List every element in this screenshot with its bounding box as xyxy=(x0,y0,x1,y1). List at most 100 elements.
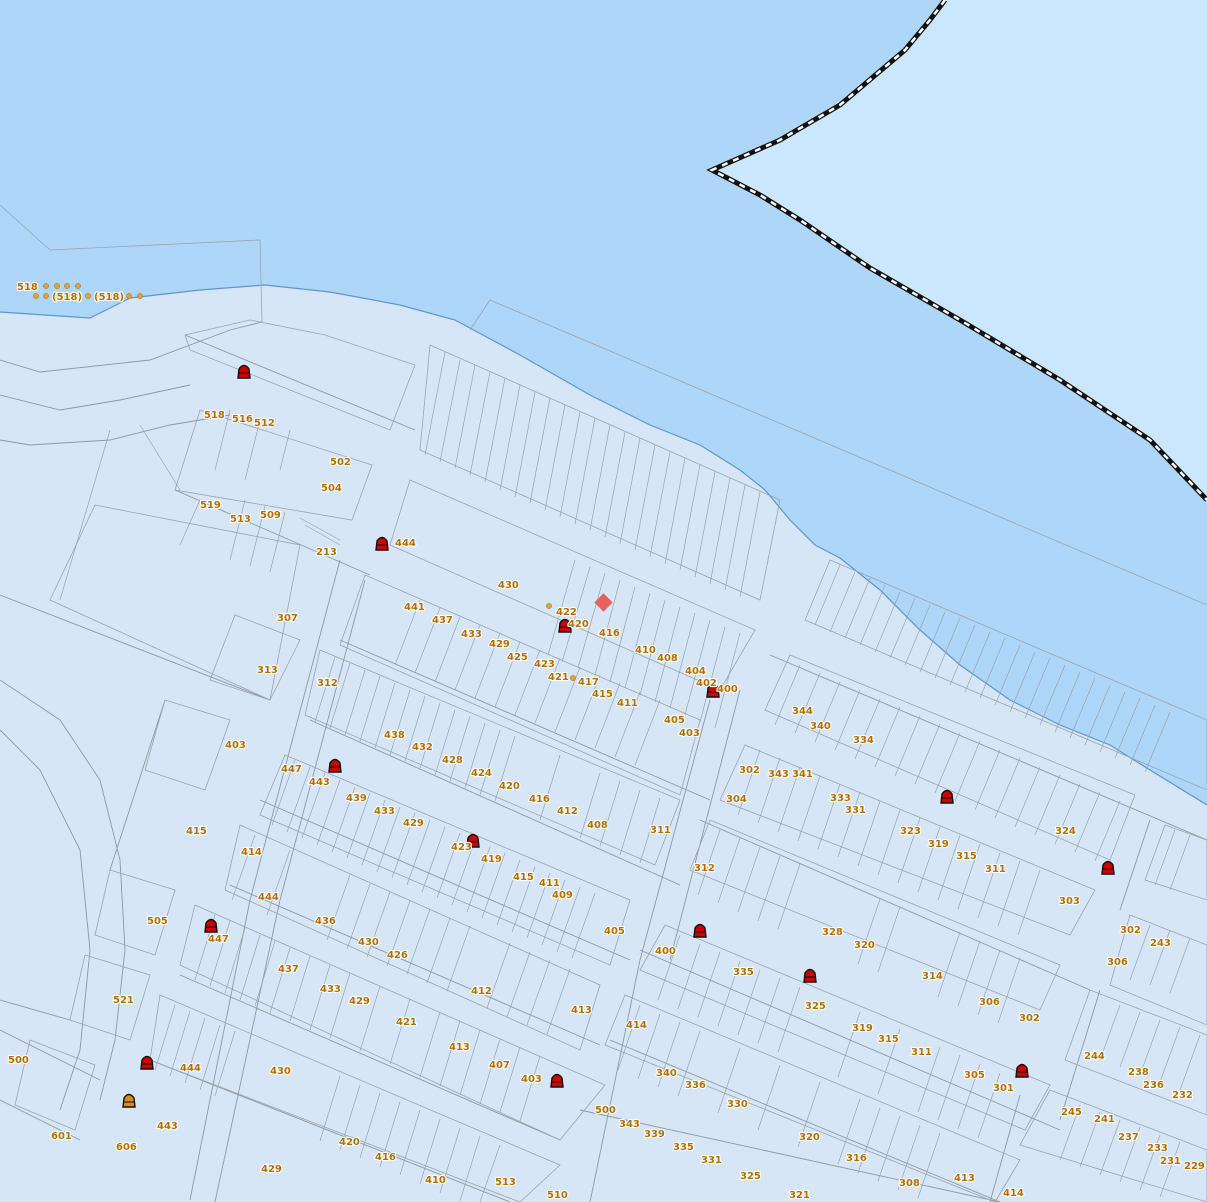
address-label: 237 xyxy=(1118,1132,1139,1143)
address-label: 509 xyxy=(260,510,281,521)
address-label: 411 xyxy=(617,698,638,709)
parcel-outline xyxy=(0,204,263,323)
address-label: 412 xyxy=(471,986,492,997)
address-label: 315 xyxy=(878,1034,899,1045)
address-label: 315 xyxy=(956,851,977,862)
hydrant-icon[interactable] xyxy=(122,1093,136,1108)
mooring-points xyxy=(33,283,576,681)
address-label: 339 xyxy=(644,1129,665,1140)
hydrant-icon[interactable] xyxy=(140,1055,154,1070)
address-label: 331 xyxy=(845,805,866,816)
address-label: 504 xyxy=(321,483,342,494)
address-label: 243 xyxy=(1150,938,1171,949)
address-label: 505 xyxy=(147,916,168,927)
address-label: 245 xyxy=(1061,1107,1082,1118)
address-label: 403 xyxy=(521,1074,542,1085)
address-label: 416 xyxy=(599,628,620,639)
address-label: 303 xyxy=(1059,896,1080,907)
address-label: 422 xyxy=(556,607,577,618)
address-label: 420 xyxy=(499,781,520,792)
address-label: 340 xyxy=(810,721,831,732)
address-label: 405 xyxy=(604,926,625,937)
address-label: 344 xyxy=(792,706,813,717)
hydrant-icon[interactable] xyxy=(375,536,389,551)
address-label: 321 xyxy=(789,1190,810,1201)
address-label: 425 xyxy=(507,652,528,663)
address-label: 413 xyxy=(449,1042,470,1053)
hydrant-icon[interactable] xyxy=(328,758,342,773)
hydrant-markers xyxy=(122,364,1115,1108)
address-label: 410 xyxy=(635,645,656,656)
address-label: 241 xyxy=(1094,1114,1115,1125)
parcel-blocks xyxy=(14,319,1207,1202)
address-label: 438 xyxy=(384,730,405,741)
address-label: 412 xyxy=(557,806,578,817)
address-label: 443 xyxy=(309,777,330,788)
address-label: 601 xyxy=(51,1131,72,1142)
lot-lines xyxy=(59,351,1201,1202)
hydrant-icon[interactable] xyxy=(558,618,572,633)
address-label: 500 xyxy=(8,1055,29,1066)
hydrant-icon[interactable] xyxy=(693,923,707,938)
address-label: 312 xyxy=(694,863,715,874)
address-label: 404 xyxy=(685,666,706,677)
address-label: 447 xyxy=(208,934,229,945)
address-label: 443 xyxy=(157,1121,178,1132)
address-label: 424 xyxy=(471,768,492,779)
address-label: 325 xyxy=(740,1171,761,1182)
hydrant-icon[interactable] xyxy=(237,364,251,379)
address-label: 518 xyxy=(17,282,38,293)
address-label: 414 xyxy=(626,1020,647,1031)
address-label: 302 xyxy=(739,765,760,776)
address-label: 415 xyxy=(186,826,207,837)
hydrant-icon[interactable] xyxy=(466,833,480,848)
address-label: 325 xyxy=(805,1001,826,1012)
boundary-line-dash xyxy=(709,0,1207,501)
address-label: 328 xyxy=(822,927,843,938)
hydrant-icon[interactable] xyxy=(803,968,817,983)
address-label: 439 xyxy=(346,793,367,804)
address-label: 324 xyxy=(1055,826,1076,837)
address-label: 420 xyxy=(339,1137,360,1148)
address-label: 413 xyxy=(954,1173,975,1184)
address-label: 333 xyxy=(830,793,851,804)
address-label: 444 xyxy=(395,538,416,549)
address-label: 415 xyxy=(513,872,534,883)
address-label: 513 xyxy=(230,514,251,525)
address-label: 308 xyxy=(899,1178,920,1189)
address-label: 304 xyxy=(726,794,747,805)
address-label: 502 xyxy=(330,457,351,468)
address-label: 403 xyxy=(679,728,700,739)
address-label: 433 xyxy=(320,984,341,995)
hydrant-icon[interactable] xyxy=(1015,1063,1029,1078)
hydrant-icon[interactable] xyxy=(550,1073,564,1088)
address-label: 512 xyxy=(254,418,275,429)
address-label: 236 xyxy=(1143,1080,1164,1091)
address-label: 312 xyxy=(317,678,338,689)
hydrant-icon[interactable] xyxy=(204,918,218,933)
address-label: (518) xyxy=(94,292,124,303)
hydrant-icon[interactable] xyxy=(940,789,954,804)
address-label: 323 xyxy=(900,826,921,837)
address-label: 441 xyxy=(404,602,425,613)
address-label: 423 xyxy=(534,659,555,670)
selected-location-marker[interactable] xyxy=(594,593,613,612)
address-label: 437 xyxy=(432,615,453,626)
address-label: 410 xyxy=(425,1175,446,1186)
address-label: 213 xyxy=(316,547,337,558)
address-label: 429 xyxy=(261,1164,282,1175)
address-label: 302 xyxy=(1019,1013,1040,1024)
address-label: 343 xyxy=(619,1119,640,1130)
hydrant-icon[interactable] xyxy=(706,683,720,698)
address-label: 414 xyxy=(1003,1188,1024,1199)
hydrant-icon[interactable] xyxy=(1101,860,1115,875)
address-label: 319 xyxy=(852,1023,873,1034)
address-label: 311 xyxy=(911,1047,932,1058)
address-label: 433 xyxy=(461,629,482,640)
address-label: 319 xyxy=(928,839,949,850)
address-label: 429 xyxy=(403,818,424,829)
address-label: 400 xyxy=(655,946,676,957)
address-label: 430 xyxy=(270,1066,291,1077)
